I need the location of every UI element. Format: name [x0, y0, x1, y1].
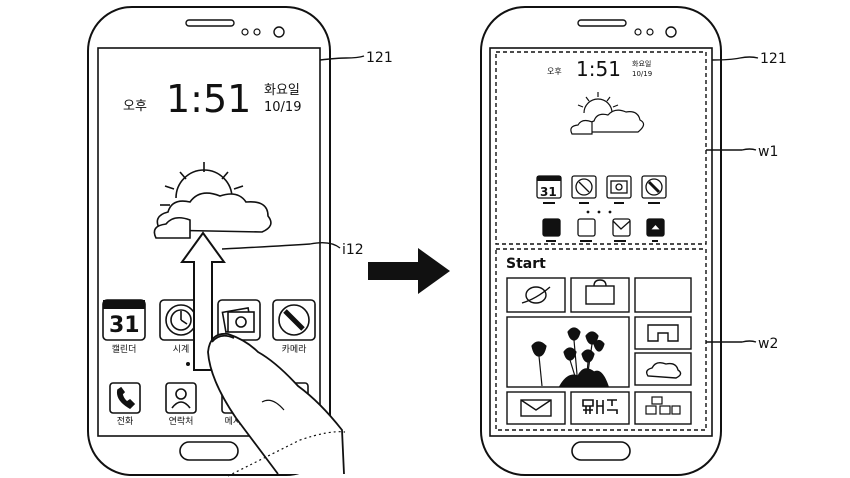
phone-label: 전화: [117, 416, 134, 427]
leader-line-121-left: [320, 56, 364, 60]
finger-gesture: [208, 334, 344, 474]
tile-text[interactable]: [571, 392, 629, 424]
w1-weather-icon: [571, 92, 644, 134]
front-camera: [274, 27, 284, 37]
w1-app-row-2: [543, 219, 664, 236]
label-i12: i12: [342, 242, 364, 258]
phone-icon[interactable]: [543, 219, 560, 236]
transition-arrow: [368, 248, 450, 294]
tile-people[interactable]: [635, 392, 691, 424]
label-121-left: 121: [366, 50, 393, 66]
page-indicator-dot: [587, 211, 590, 214]
clock-date: 10/19: [264, 100, 301, 115]
tile-mail[interactable]: [507, 392, 565, 424]
clock-weekday: 화요일: [264, 83, 300, 98]
phone-icon: [110, 383, 140, 413]
start-tiles: [507, 278, 691, 424]
leader-line-121-right: [712, 57, 758, 60]
clock-label: 시계: [173, 343, 190, 355]
label-w2: w2: [758, 336, 778, 352]
w1-clock-app[interactable]: [572, 176, 596, 198]
w1-gallery-app[interactable]: [607, 176, 631, 198]
camera-label: 카메라: [282, 344, 308, 355]
clock-ampm: 오후: [123, 99, 147, 114]
calendar-header: [103, 300, 145, 309]
sensor-dot: [254, 29, 260, 35]
contacts-icon[interactable]: [578, 219, 595, 236]
leader-line-i12: [222, 243, 340, 249]
message-icon[interactable]: [613, 219, 630, 236]
sensor-dot: [635, 29, 641, 35]
tile-weather[interactable]: [635, 353, 691, 385]
w1-app-label-marks: [543, 202, 660, 204]
w1-calendar-date-number: 31: [540, 185, 557, 199]
calendar-date-number: 31: [109, 313, 140, 338]
weather-icon: [154, 162, 271, 238]
contacts-label: 연락처: [169, 415, 194, 427]
tile-blank[interactable]: [635, 278, 691, 312]
tile-browser[interactable]: [507, 278, 565, 312]
w1-dock-label-marks: [546, 240, 658, 242]
phone-app[interactable]: [110, 383, 140, 413]
page-indicator-dot: [186, 362, 190, 366]
leader-line-w1: [706, 149, 756, 150]
w1-clock-date: 10/19: [632, 70, 652, 78]
leader-line-w2: [706, 341, 756, 342]
page-indicator-dot: [598, 211, 601, 214]
front-camera: [666, 27, 676, 37]
label-121-right: 121: [760, 51, 787, 67]
w1-camera-app[interactable]: [642, 176, 666, 198]
sensor-dot: [242, 29, 248, 35]
tile-store[interactable]: [571, 278, 629, 312]
w1-clock-ampm: 오후: [547, 67, 562, 76]
page-indicator-dot: [609, 211, 612, 214]
speaker-grille: [186, 20, 234, 26]
sensor-dot: [647, 29, 653, 35]
home-button[interactable]: [572, 442, 630, 460]
home-button[interactable]: [180, 442, 238, 460]
w1-clock-time: 1:51: [576, 57, 621, 81]
contacts-app[interactable]: [166, 383, 196, 413]
calendar-label: 캘린더: [112, 343, 137, 355]
camera-app[interactable]: [273, 300, 315, 340]
clock-time: 1:51: [166, 77, 251, 121]
speaker-grille: [578, 20, 626, 26]
w1-clock-weekday: 화요일: [632, 59, 651, 68]
start-label: Start: [506, 256, 546, 272]
label-w1: w1: [758, 144, 778, 160]
